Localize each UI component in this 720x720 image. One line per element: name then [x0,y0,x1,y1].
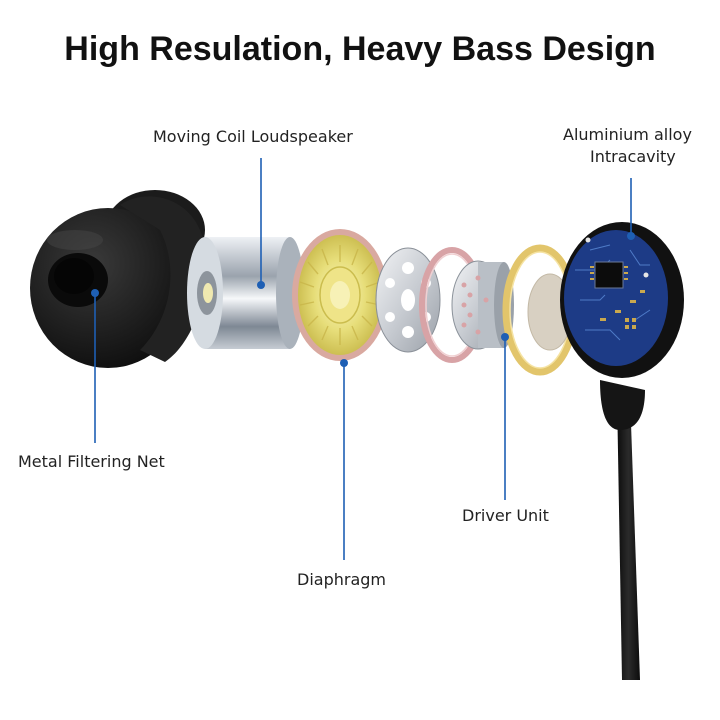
label-aluminium-line2: Intracavity [590,147,676,166]
moving-coil-cylinder [187,237,304,349]
ear-tip [30,190,206,368]
page-title: High Resulation, Heavy Bass Design [64,30,656,68]
callout-dots [91,232,635,367]
label-driver-unit: Driver Unit [462,506,549,525]
diaphragm-disc [292,229,388,361]
callout-lines [94,158,632,560]
earphone-shell [560,222,684,680]
label-diaphragm: Diaphragm [297,570,386,589]
label-aluminium-line1: Aluminium alloy [563,125,692,144]
label-metal-net: Metal Filtering Net [18,452,165,471]
label-moving-coil: Moving Coil Loudspeaker [153,127,353,146]
